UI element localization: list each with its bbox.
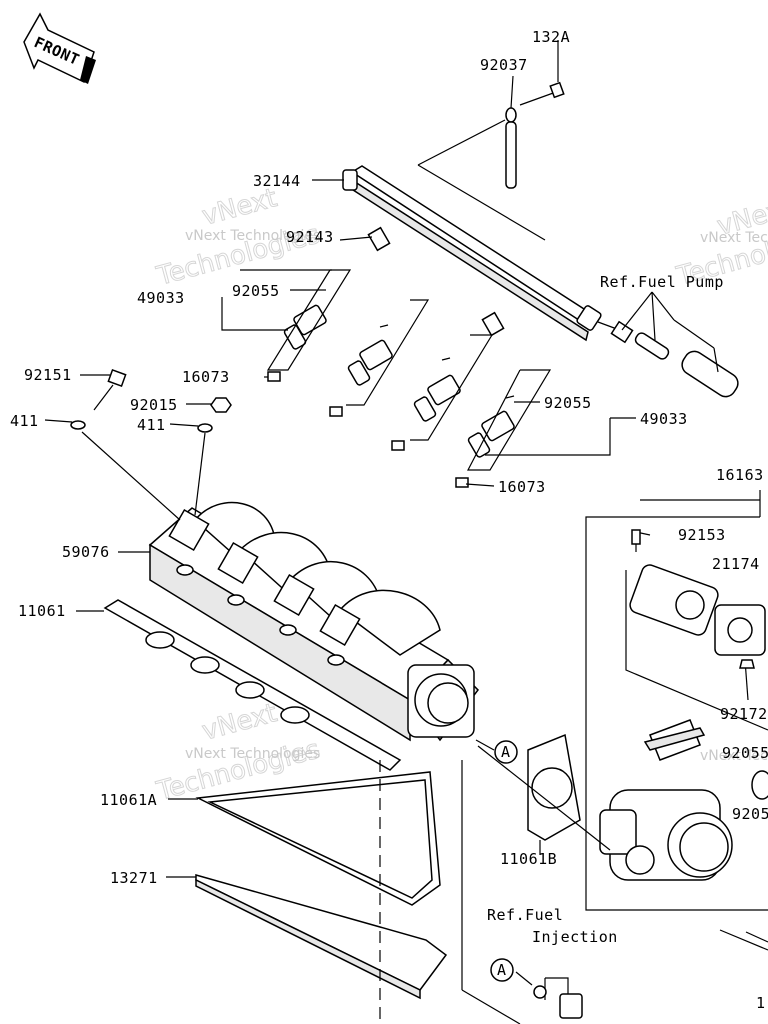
label-13271: 13271 [110, 869, 158, 887]
injector-3 [391, 374, 461, 451]
svg-text:A: A [501, 743, 511, 761]
label-411-a: 411 [10, 412, 39, 430]
label-92055-b: 92055 [544, 394, 592, 412]
throttle-body-group-16163 [477, 490, 768, 951]
fuel-pump-hose [610, 291, 739, 398]
label-11061b: 11061B [500, 850, 557, 868]
pin-92037 [417, 75, 546, 241]
injector-4 [455, 410, 515, 488]
label-92153: 92153 [678, 526, 726, 544]
label-92172: 92172 [720, 705, 768, 723]
label-132a: 132A [532, 28, 570, 46]
label-32144: 32144 [253, 172, 301, 190]
leaders [264, 236, 636, 487]
part-labels: 132A 92037 32144 92143 92055 49033 92151… [10, 28, 768, 1012]
injector-caps [318, 226, 515, 399]
gasket-11061 [76, 599, 402, 771]
injector-1 [267, 304, 327, 382]
label-11061a: 11061A [100, 791, 157, 809]
gasket-11061b [527, 733, 581, 855]
label-92151: 92151 [24, 366, 72, 384]
cover-13271 [166, 874, 448, 1000]
label-92143: 92143 [286, 228, 334, 246]
label-16073-b: 16073 [498, 478, 546, 496]
label-59076: 59076 [62, 543, 110, 561]
callout-a-top: A [475, 739, 518, 764]
svg-text:vNext Technologies: vNext Technologies [700, 748, 768, 764]
label-411-b: 411 [137, 416, 166, 434]
dashed-guides [379, 760, 521, 1024]
label-16073-a: 16073 [182, 368, 230, 386]
svg-text:A: A [497, 961, 507, 979]
label-49033-b: 49033 [640, 410, 688, 428]
label-92037: 92037 [480, 56, 528, 74]
intake-manifold-59076 [118, 501, 479, 742]
label-92015: 92015 [130, 396, 178, 414]
svg-text:vNext: vNext [199, 698, 280, 747]
ref-fuel-pump: Ref.Fuel Pump [600, 273, 724, 291]
bolt-132a [519, 40, 565, 106]
fuel-injection-sensor [515, 971, 583, 1019]
bolt-92151 [80, 369, 127, 411]
label-92055-d: 9205 [732, 805, 768, 823]
svg-text:vNext Technologies: vNext Technologies [185, 746, 320, 762]
reference-labels: Ref.Fuel Pump Ref.Fuel Injection [487, 273, 724, 946]
front-arrow-badge: FRONT [23, 12, 96, 84]
label-21174: 21174 [712, 555, 760, 573]
svg-text:vNext Technologies: vNext Technologies [185, 228, 320, 244]
svg-text:vNext: vNext [199, 183, 280, 232]
label-1: 1 [756, 994, 766, 1012]
nut-92015 [186, 397, 232, 413]
svg-text:vNext Technologies: vNext Technologies [700, 230, 768, 246]
label-49033-a: 49033 [137, 289, 185, 307]
label-92055-a: 92055 [232, 282, 280, 300]
ref-fuel-injection-line2: Injection [532, 928, 618, 946]
label-92055-c: 92055 [722, 744, 768, 762]
ref-fuel-injection-line1: Ref.Fuel [487, 906, 563, 924]
label-11061: 11061 [18, 602, 66, 620]
washers-411 [44, 419, 213, 521]
label-16163: 16163 [716, 466, 764, 484]
fuel-rail-32144 [312, 165, 626, 342]
injector-groups [221, 269, 611, 471]
injector-2 [329, 339, 393, 417]
callout-a-bottom: A [490, 958, 514, 982]
